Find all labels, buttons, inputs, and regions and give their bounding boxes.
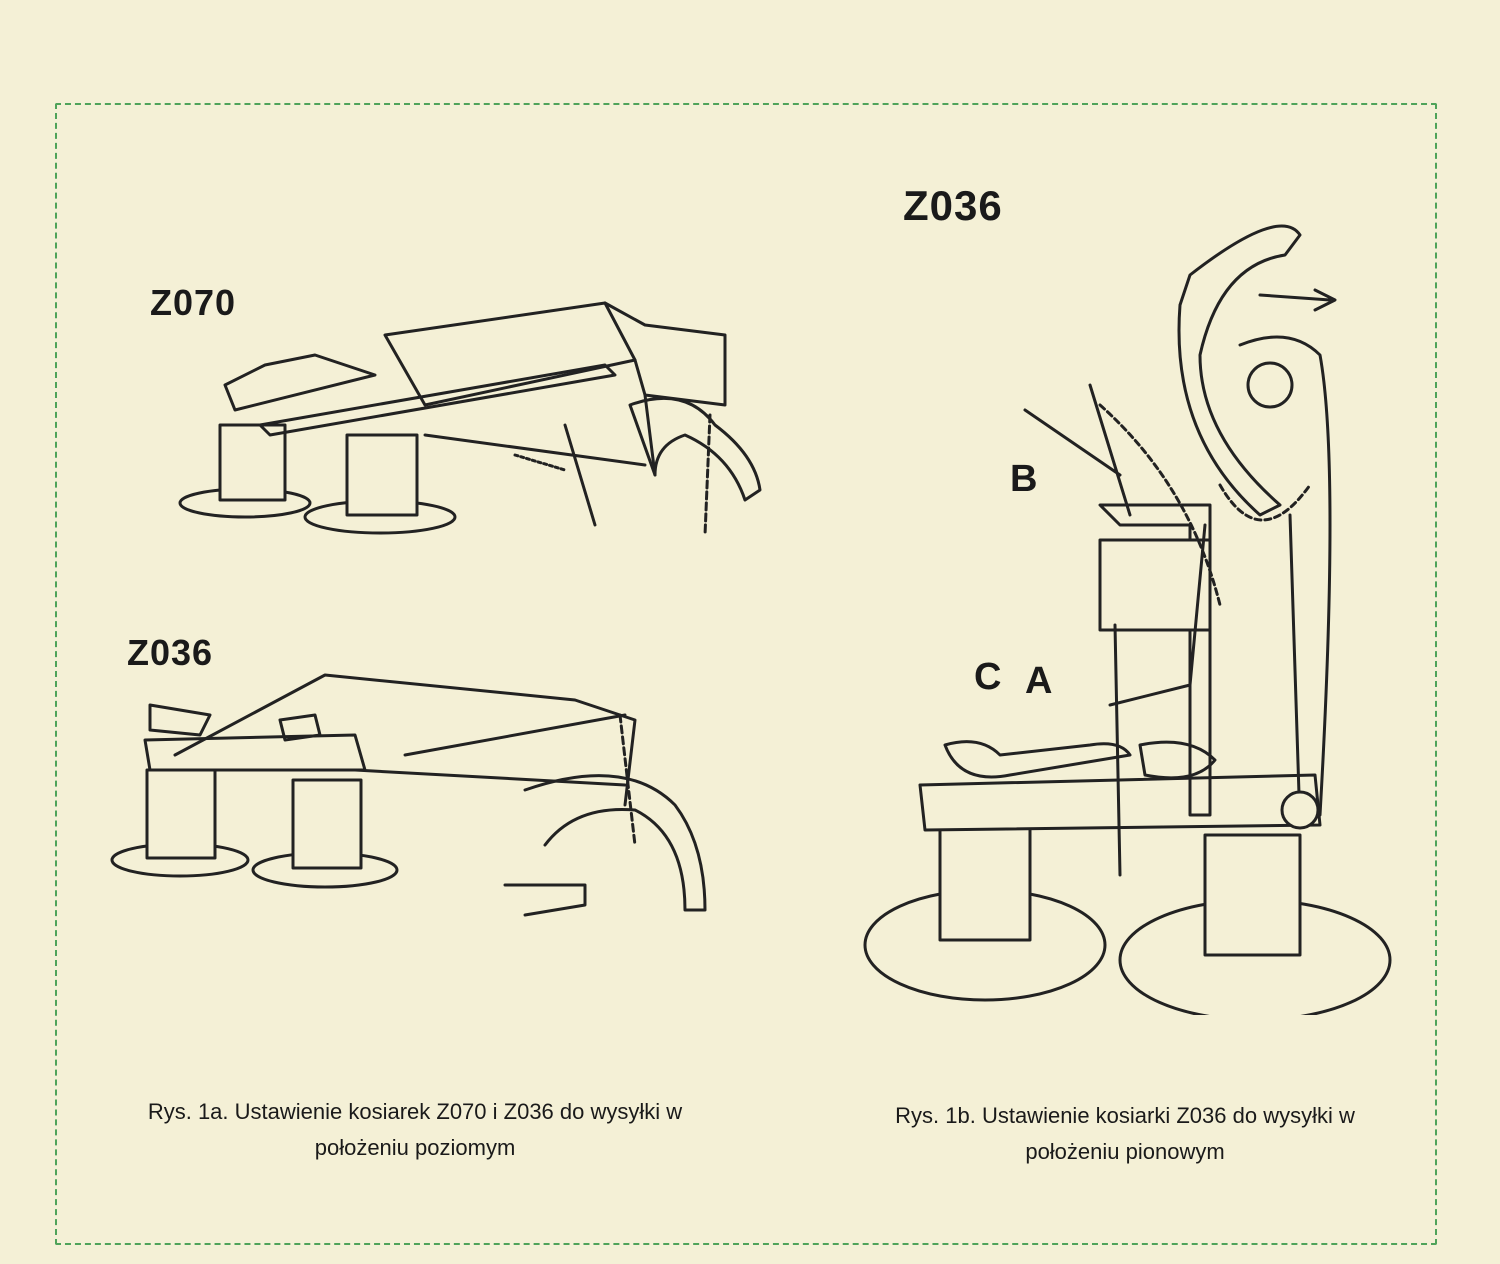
page-border [55, 103, 1437, 1245]
caption-fig-1a-line1: Rys. 1a. Ustawienie kosiarek Z070 i Z036… [147, 1099, 683, 1124]
figure-label-z036-horizontal: Z036 [127, 632, 214, 673]
mower-z036-vertical-illustration [863, 224, 1392, 1015]
part-label-c: C [974, 656, 1002, 698]
part-label-b: B [1010, 458, 1038, 500]
caption-fig-1b-line1: Rys. 1b. Ustawienie kosiarki Z036 do wys… [895, 1103, 1355, 1128]
caption-fig-1a-line2: położeniu poziomym [314, 1135, 516, 1160]
part-label-a: A [1025, 660, 1053, 702]
mower-z070-horizontal-illustration [178, 301, 762, 537]
caption-fig-1b: Rys. 1b. Ustawienie kosiarki Z036 do wys… [830, 1098, 1420, 1170]
figure-label-z070: Z070 [150, 282, 237, 323]
mower-z036-horizontal-illustration [110, 673, 707, 917]
figure-label-z036-vertical: Z036 [903, 182, 1003, 229]
caption-fig-1a: Rys. 1a. Ustawienie kosiarek Z070 i Z036… [60, 1094, 770, 1166]
caption-fig-1b-line2: położeniu pionowym [1025, 1139, 1225, 1164]
